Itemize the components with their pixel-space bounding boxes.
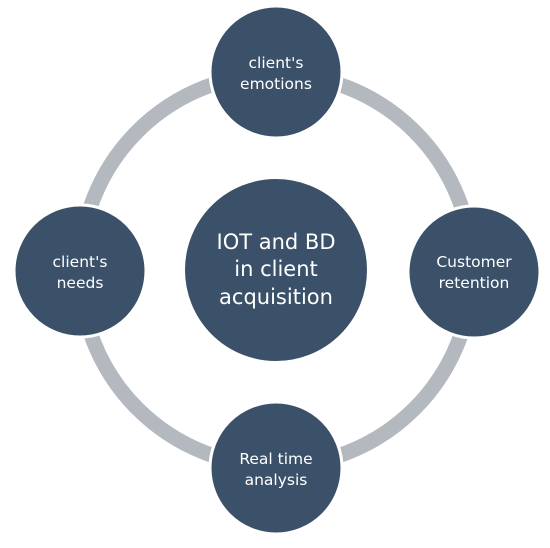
node-bottom-line-1: Real time xyxy=(239,450,312,468)
center-node-circle xyxy=(183,177,369,363)
node-top-line-1: client's xyxy=(249,54,304,72)
node-bottom-circle xyxy=(208,400,344,536)
node-bottom: Real time analysis xyxy=(208,400,344,536)
node-top-circle xyxy=(208,4,344,140)
node-left-line-2: needs xyxy=(57,274,104,292)
node-left-line-1: client's xyxy=(53,253,108,271)
center-node-line-1: IOT and BD xyxy=(217,230,336,254)
center-node-line-2: in client xyxy=(234,257,318,281)
node-bottom-line-2: analysis xyxy=(245,471,308,489)
node-left-circle xyxy=(12,203,148,339)
center-node-line-3: acquisition xyxy=(219,285,333,309)
node-top: client's emotions xyxy=(208,4,344,140)
node-right-line-2: retention xyxy=(439,274,510,292)
node-left: client's needs xyxy=(12,203,148,339)
center-node: IOT and BD in client acquisition xyxy=(183,177,369,363)
node-right-line-1: Customer xyxy=(436,253,512,271)
node-top-line-2: emotions xyxy=(240,75,312,93)
node-right: Customer retention xyxy=(406,204,542,340)
node-right-circle xyxy=(406,204,542,340)
